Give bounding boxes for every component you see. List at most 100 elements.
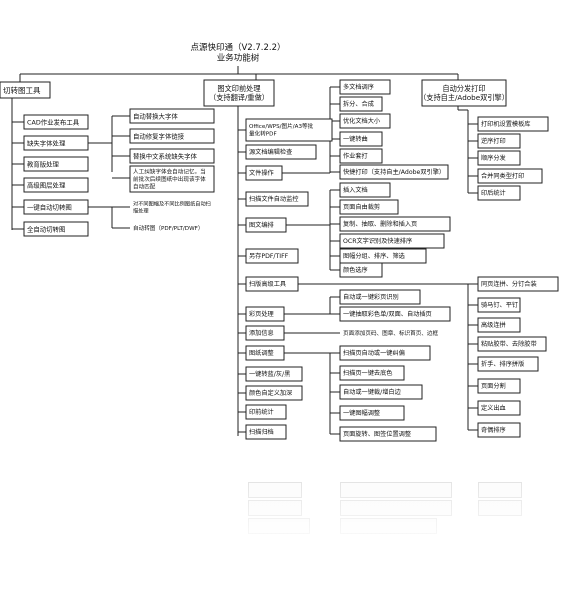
- node-border: [129, 128, 215, 144]
- node-label: 折手、排序拼版: [481, 360, 524, 368]
- node-scanmon: 扫描文件自动监控: [245, 191, 309, 207]
- node-auto-draw: 自动转图（PDF/PLT/DWF）: [133, 224, 203, 232]
- node-border: [245, 325, 285, 341]
- node-label: 颜色自定义加深: [249, 389, 292, 397]
- node-label: 优化文档大小: [343, 117, 381, 125]
- node-border: [477, 422, 521, 438]
- node-label: 插入文档: [343, 186, 368, 194]
- node-border: [339, 216, 451, 232]
- node-label: 彩页处理: [249, 310, 274, 318]
- node-border: [129, 165, 215, 193]
- node-label: 拆分、合成: [343, 100, 374, 108]
- node-label: 一键抽取彩色单/双面、自动插页: [343, 310, 432, 318]
- node-autofixcomplex: 自动修复字体链接: [129, 128, 215, 144]
- node-pagecrop: 页面自由裁剪: [339, 199, 399, 215]
- node-jobset: 作业套打: [339, 148, 383, 164]
- node-label: （支持自主/Adobe双引擎）: [419, 93, 509, 102]
- node-border: [477, 378, 521, 394]
- node-border: [245, 404, 287, 420]
- node-teach: 教育版处理: [23, 156, 89, 172]
- node-label: 切转图工具: [3, 85, 41, 95]
- node-border: [0, 81, 51, 99]
- node-oddeven: 奇偶排序: [477, 422, 521, 438]
- node-label: 快捷打印（支持自主/Adobe双引擎）: [343, 168, 445, 176]
- node-label: 一键图幅调整: [343, 409, 380, 417]
- node-border: [477, 297, 521, 313]
- node-label: 顺序分发: [481, 154, 506, 162]
- node-label: 量化转PDF: [249, 130, 277, 138]
- node-onekey: 一键转曲: [339, 131, 383, 147]
- node-graphcheck: 源文档编辑检查: [245, 144, 317, 160]
- node-label: 颜色选序: [343, 266, 368, 274]
- node-border: [339, 148, 383, 164]
- node-border: [245, 165, 283, 181]
- node-split: 拆分、合成: [339, 96, 383, 112]
- node-replacecn: 替换中文系统缺失字体: [129, 148, 215, 164]
- node-border: [339, 248, 427, 264]
- node-border: [23, 135, 89, 151]
- node-border: [339, 199, 399, 215]
- node-border: [477, 317, 521, 333]
- node-optsize: 优化文档大小: [339, 113, 391, 129]
- node-border: [339, 233, 445, 249]
- node-border: [477, 150, 521, 166]
- node-label: 一键自动切转图: [27, 202, 72, 211]
- node-addinfo: 添加信息: [245, 325, 285, 341]
- node-label: 一键转曲: [343, 135, 368, 143]
- node-border: [477, 336, 547, 352]
- node-colorproc: 彩页处理: [245, 306, 285, 322]
- node-colordef: 颜色自定义加深: [245, 385, 303, 401]
- node-printstat2: 印后统计: [477, 185, 521, 201]
- node-label: 页面旋转、图签位置调整: [343, 430, 411, 438]
- node-label: 作业套打: [343, 152, 368, 160]
- node-border: [339, 113, 391, 129]
- node-border: [339, 365, 405, 381]
- node-border: [339, 289, 421, 305]
- node-advcombine: 高级连拼: [477, 317, 521, 333]
- node-page-add: 页面添加页码、图章、标识首页、边框: [343, 329, 439, 337]
- node-foldsort: 折手、排序拼版: [477, 356, 539, 372]
- node-label: 替换中文系统缺失字体: [133, 151, 198, 160]
- node-label: 扫描页自动或一键纠偏: [343, 349, 405, 357]
- node-border: [245, 366, 303, 382]
- node-cad: CAD作业发布工具: [23, 114, 89, 130]
- node-label: 自动替换大字体: [133, 111, 178, 120]
- node-border: [477, 116, 549, 132]
- node-seqdist: 顺序分发: [477, 150, 521, 166]
- node-autocolor: 自动或一键彩页识别: [339, 289, 421, 305]
- node-border: [339, 182, 391, 198]
- node-border: [245, 217, 287, 233]
- node-scanadv: 扫版高级工具: [245, 276, 299, 292]
- node-label: 粘贴胶带、去除胶带: [481, 340, 537, 348]
- node-label: 描处理: [133, 207, 149, 215]
- node-label: 业务功能树: [217, 53, 260, 64]
- node-printstat: 印前统计: [245, 404, 287, 420]
- node-border: [245, 306, 285, 322]
- node-border: [245, 424, 287, 440]
- node-border: [477, 168, 543, 184]
- node-boxes: 点源快印通（V2.7.2.2）业务功能树切转图工具CAD作业发布工具缺失字体处理…: [0, 42, 559, 442]
- node-label: CAD作业发布工具: [27, 117, 80, 126]
- node-glue: 粘贴胶带、去除胶带: [477, 336, 547, 352]
- reflection-fade: [0, 470, 566, 589]
- node-label: 自动转图（PDF/PLT/DWF）: [133, 224, 203, 232]
- node-border: [23, 156, 89, 172]
- node-paperadj: 图纸调整: [245, 345, 285, 361]
- node-border: [477, 276, 559, 292]
- node-label: 缺失字体处理: [27, 138, 66, 147]
- node-label: 印后统计: [481, 189, 506, 197]
- node-border: [477, 133, 521, 149]
- node-extractcolor: 一键抽取彩色单/双面、自动插页: [339, 306, 451, 322]
- node-border: [477, 400, 521, 416]
- node-label: 添加信息: [249, 329, 274, 337]
- node-label: Office/WPS/图片/A3等批: [249, 122, 314, 130]
- node-border: [203, 79, 275, 107]
- node-border: [245, 345, 285, 361]
- node-border: [421, 79, 507, 107]
- node-copyextract: 复制、抽取、删除和插入页: [339, 216, 451, 232]
- node-label: 自动匹配: [133, 182, 156, 190]
- node-border: [477, 356, 539, 372]
- node-border: [245, 191, 309, 207]
